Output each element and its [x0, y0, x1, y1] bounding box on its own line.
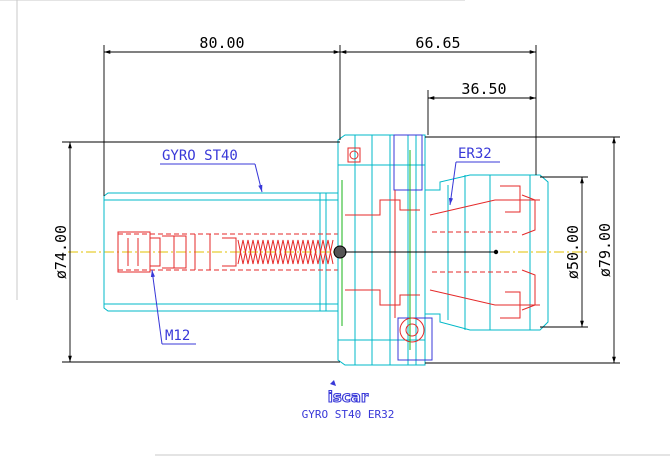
dim-length-main: 80.00	[199, 34, 244, 52]
dim-diameter-shank: ø74.00	[52, 225, 70, 279]
dim-diameter-flange: ø79.00	[596, 223, 614, 277]
dim-length-nose: 36.50	[461, 80, 506, 98]
label-shank: GYRO ST40	[162, 148, 238, 164]
drawing-caption: GYRO ST40 ER32	[302, 408, 395, 421]
dim-length-head: 66.65	[415, 34, 460, 52]
draw-bar-hidden	[117, 231, 338, 273]
logo-wordmark: iscar	[328, 388, 369, 406]
collet-nose	[425, 174, 549, 331]
iscar-logo: iscar	[327, 380, 369, 407]
flange-body	[333, 134, 433, 366]
dimension-lines	[62, 45, 620, 364]
dim-diameter-nose: ø50.00	[564, 225, 582, 279]
callout-leaders	[150, 161, 500, 345]
label-collet: ER32	[458, 146, 492, 162]
label-thread: M12	[165, 328, 190, 344]
